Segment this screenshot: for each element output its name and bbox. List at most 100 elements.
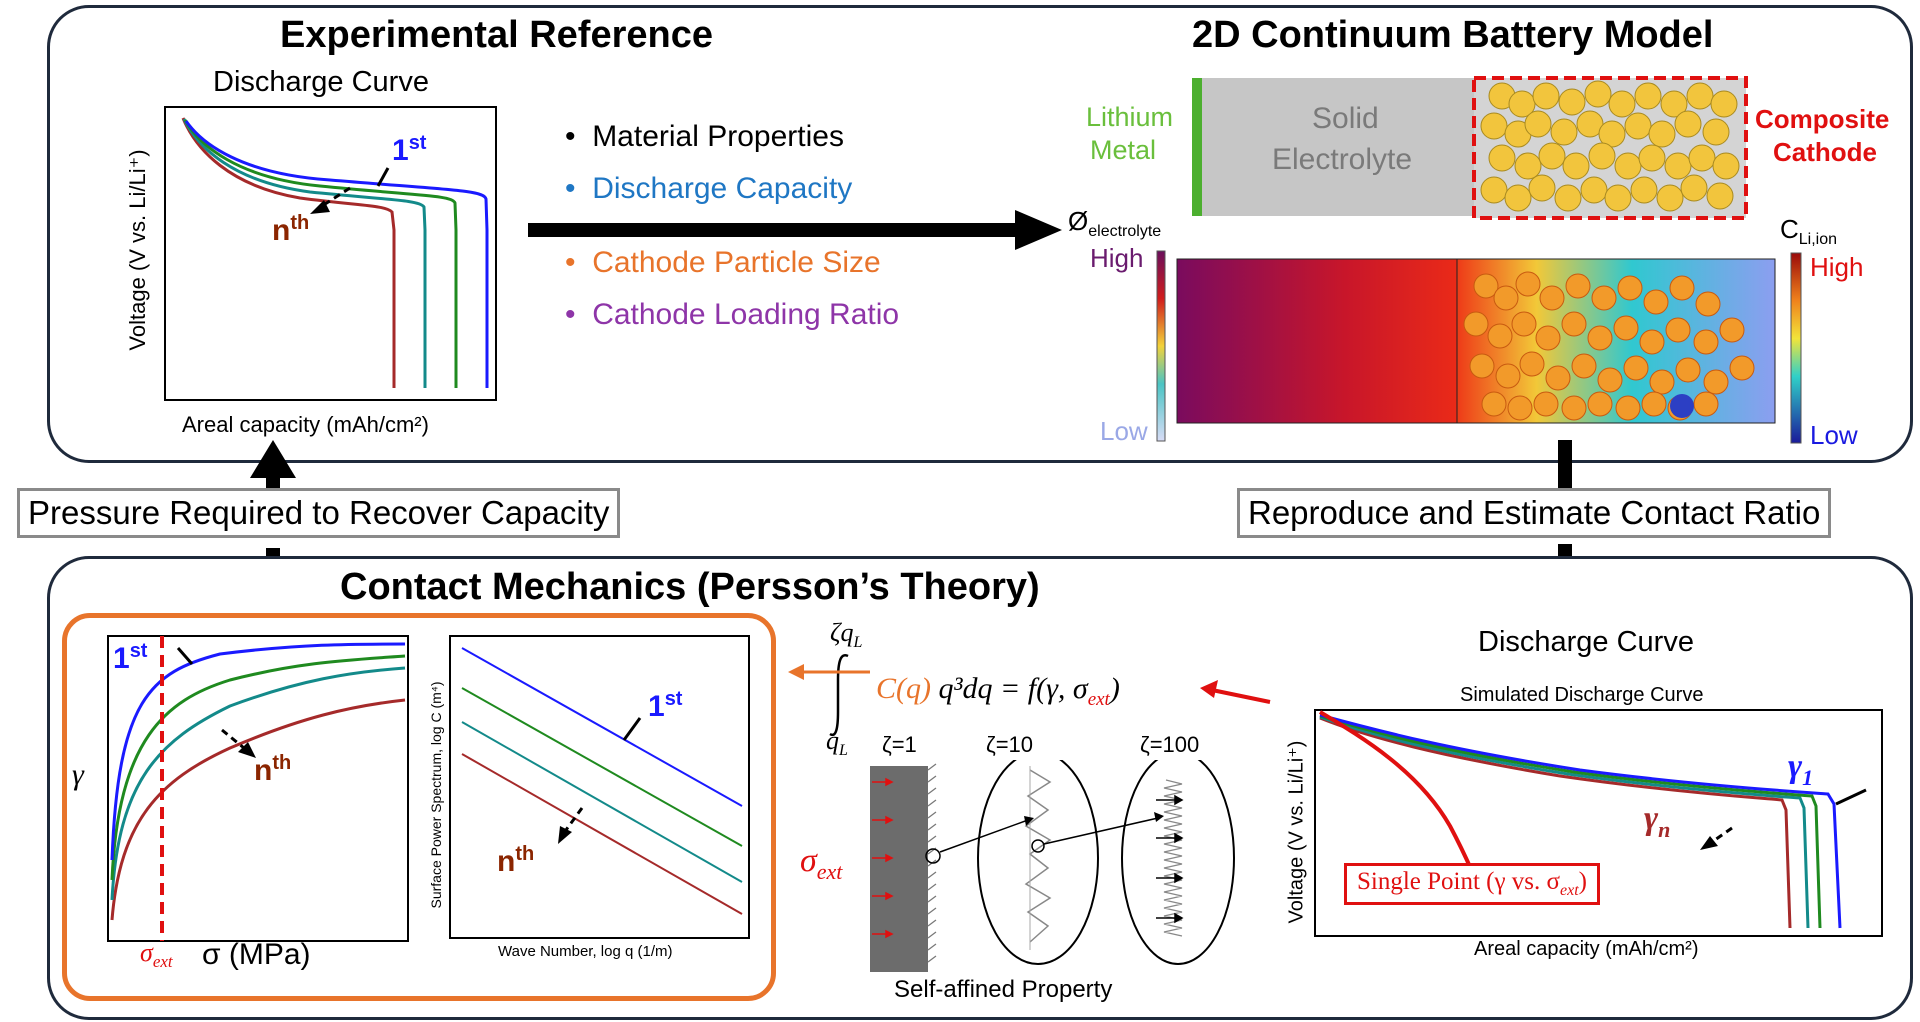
sigma-ext-axis-main: σ [140, 938, 153, 967]
gamma1-main: γ [1788, 748, 1803, 785]
gamma-first-sup: st [129, 640, 148, 662]
exp-nth-sup: th [290, 212, 310, 234]
orange-frame [62, 613, 776, 1001]
psd-first-label: 1st [648, 688, 682, 724]
single-point-sub: ext [1560, 882, 1579, 899]
eq-red-arrow-head [1200, 680, 1218, 698]
c-symbol: C [1780, 214, 1799, 244]
phi-label: Øelectrolyte [1068, 206, 1161, 241]
reproduce-box: Reproduce and Estimate Contact Ratio [1237, 488, 1832, 538]
psd-first-main: 1 [648, 690, 665, 723]
phi-sub: electrolyte [1088, 223, 1162, 241]
bullet-particle: Cathode Particle Size [592, 246, 881, 279]
eq-close: ) [1109, 672, 1120, 705]
eq-upper-limit: ζqL [830, 618, 862, 652]
lithium-metal-strip [1192, 78, 1202, 216]
sim-curve-n [1319, 716, 1792, 929]
gamman-sub: n [1658, 816, 1671, 842]
gamma-nth-main: n [254, 754, 273, 787]
single-point-close: ) [1578, 868, 1587, 895]
bullet-item: • Cathode Particle Size [565, 246, 881, 279]
solid-label-1: Solid [1312, 102, 1379, 135]
gamma1-sub: 1 [1802, 764, 1814, 790]
gamma-curve-3 [110, 666, 406, 901]
zoom-ellipse-10 [977, 760, 1099, 965]
exp-dash-arrow [321, 186, 351, 208]
gamma1-leader [1835, 788, 1867, 806]
self-affine-diagram [870, 760, 1235, 972]
eq-upper-main: ζq [830, 618, 854, 647]
gamma-first-label: 1st [113, 640, 147, 676]
psd-line-1 [461, 647, 743, 807]
single-point-text: Single Point (γ vs. σ [1357, 868, 1561, 895]
solid-electrolyte-block [1202, 78, 1474, 216]
pressure-box: Pressure Required to Recover Capacity [17, 488, 621, 538]
exp-arrow-head [310, 200, 330, 214]
experimental-title: Experimental Reference [280, 14, 713, 56]
psd-first-leader [622, 717, 642, 741]
psd-x-label: Wave Number, log q (1/m) [498, 943, 673, 960]
sim-x-label: Areal capacity (mAh/cm²) [1474, 938, 1699, 960]
sim-curve-2 [1319, 714, 1822, 929]
eq-upper-sub: L [853, 634, 863, 652]
exp-curve-n [181, 117, 396, 388]
c-label: CLi,ion [1780, 214, 1837, 249]
gamma-first-main: 1 [113, 642, 130, 675]
psd-dash-arrow [564, 807, 584, 831]
psd-nth-main: n [497, 845, 516, 878]
psd-first-sup: st [664, 688, 683, 710]
bullet-item: • Cathode Loading Ratio [565, 298, 900, 331]
composite-label-2: Cathode [1773, 137, 1877, 167]
self-affined-label: Self-affined Property [894, 976, 1113, 1003]
eq-orange-arrow-head [788, 664, 804, 680]
gamma-sigma-chart [107, 635, 409, 942]
zeta-100-label: ζ=100 [1140, 732, 1200, 757]
gamman-main: γ [1644, 800, 1659, 837]
sim-discharge-title: Discharge Curve [1478, 626, 1694, 658]
zeta-10-label: ζ=10 [986, 732, 1034, 757]
gamman-label: γn [1644, 800, 1670, 843]
composite-label-1: Composite [1755, 104, 1890, 134]
integral-sign [829, 654, 849, 737]
single-point-box: Single Point (γ vs. σext) [1344, 863, 1600, 905]
exp-chart-title: Discharge Curve [213, 66, 429, 98]
gamman-arrow-head [1700, 836, 1718, 850]
bullet-loading: Cathode Loading Ratio [592, 298, 900, 331]
psd-line-2 [461, 687, 743, 847]
eq-c-term: C(q) [876, 672, 931, 705]
gamma-chart-frame [107, 635, 409, 942]
bullet-material: Material Properties [592, 120, 844, 153]
c-sub: Li,ion [1798, 231, 1838, 249]
phi-low: Low [1100, 416, 1148, 446]
bullet-item: • Discharge Capacity [565, 172, 853, 205]
sigma-ext-big-sub: ext [816, 858, 843, 884]
exp-nth-main: n [272, 214, 291, 247]
exp-curve-1 [184, 120, 489, 388]
gamma-axis-label: γ [72, 758, 84, 791]
exp-first-label: 1st [392, 132, 426, 168]
psd-nth-label: nth [497, 843, 534, 879]
exp-curve-3 [182, 118, 427, 388]
gamma-dash-arrow [221, 728, 245, 750]
gamma-nth-sup: th [272, 752, 292, 774]
gamma-curve-2 [110, 654, 406, 881]
exp-discharge-chart [164, 106, 497, 401]
c-low: Low [1810, 420, 1858, 450]
exp-first-main: 1 [392, 134, 409, 167]
psd-arrow-head [558, 826, 572, 844]
sigma-ext-axis-label: σext [140, 938, 173, 972]
phi-high: High [1090, 243, 1144, 273]
zeta-1-label: ζ=1 [882, 732, 917, 757]
gamma-curve-1 [110, 642, 406, 861]
sigma-ext-big: σext [800, 842, 842, 885]
psd-line-3 [461, 721, 743, 883]
bullet-capacity: Discharge Capacity [592, 172, 853, 205]
lithium-label-2: Metal [1090, 135, 1157, 165]
exp-nth-label: nth [272, 212, 309, 248]
psd-nth-sup: th [515, 843, 535, 865]
psd-chart [449, 635, 750, 939]
gamman-dash-arrow [1711, 826, 1733, 844]
sim-curve-1 [1319, 713, 1842, 929]
sigma-ext-axis-sub: ext [152, 952, 173, 972]
composite-cathode-block [1472, 76, 1748, 220]
